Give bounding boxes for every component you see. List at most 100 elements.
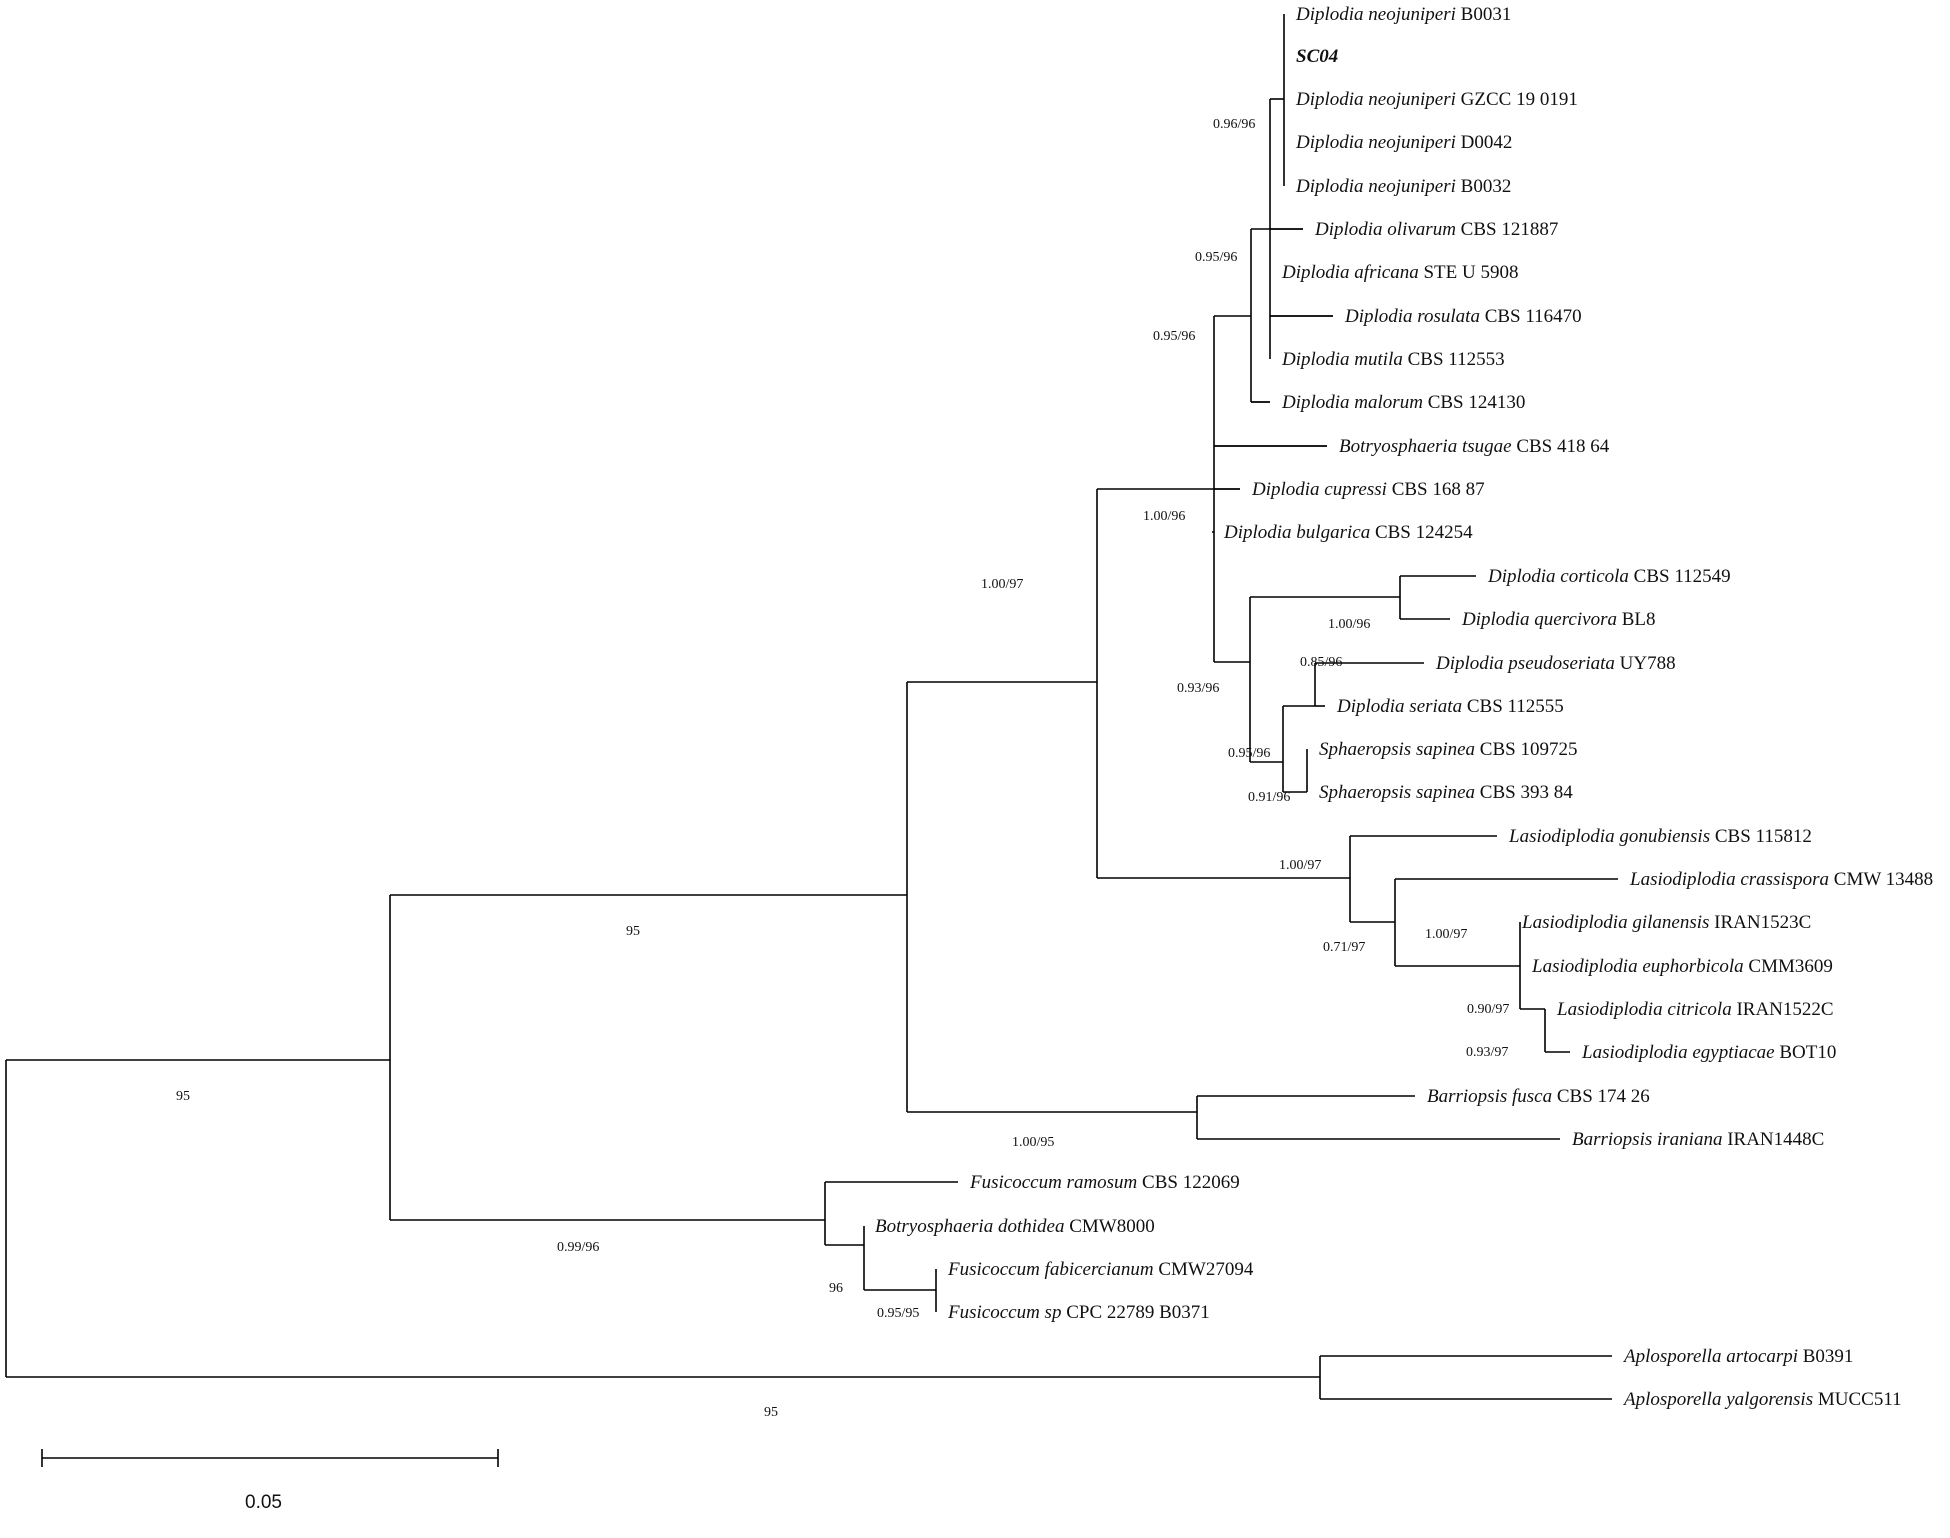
taxon-strain: GZCC 19 0191 xyxy=(1456,89,1578,110)
taxon-label-t1: Diplodia neojuniperi B0031 xyxy=(1295,4,1511,25)
taxon-name: Aplosporella yalgorensis xyxy=(1622,1389,1813,1410)
support-value: 0.71/97 xyxy=(1323,940,1365,955)
taxon-label-t3: Diplodia neojuniperi GZCC 19 0191 xyxy=(1295,89,1578,110)
support-value: 0.91/96 xyxy=(1248,790,1290,805)
support-value: 0.99/96 xyxy=(557,1240,599,1255)
taxon-label-t11: Botryosphaeria tsugae CBS 418 64 xyxy=(1339,436,1610,457)
taxon-label-t13: Diplodia bulgarica CBS 124254 xyxy=(1223,522,1473,543)
taxon-strain: CBS 112549 xyxy=(1629,566,1731,587)
taxon-name: Diplodia africana xyxy=(1281,262,1419,283)
taxon-label-t12: Diplodia cupressi CBS 168 87 xyxy=(1251,479,1485,500)
taxon-label-t14: Diplodia corticola CBS 112549 xyxy=(1487,566,1731,587)
support-value: 1.00/97 xyxy=(981,577,1023,592)
support-value: 1.00/96 xyxy=(1328,617,1370,632)
taxon-label-t6: Diplodia olivarum CBS 121887 xyxy=(1314,219,1558,240)
taxon-strain: CMW 13488 xyxy=(1829,869,1933,890)
taxon-name: SC04 xyxy=(1296,46,1338,67)
scale-bar: 0.05 xyxy=(41,1449,499,1513)
taxon-name: Diplodia neojuniperi xyxy=(1295,132,1456,153)
taxon-name: Diplodia neojuniperi xyxy=(1295,176,1456,197)
taxon-name: Lasiodiplodia citricola xyxy=(1556,999,1732,1020)
support-value: 0.95/96 xyxy=(1195,250,1237,265)
taxon-label-t17: Diplodia seriata CBS 112555 xyxy=(1336,696,1564,717)
taxon-name: Diplodia bulgarica xyxy=(1223,522,1370,543)
taxon-strain: CBS 116470 xyxy=(1480,306,1582,327)
taxon-name: Diplodia quercivora xyxy=(1461,609,1617,630)
taxon-label-t23: Lasiodiplodia euphorbicola CMM3609 xyxy=(1531,956,1833,977)
taxon-strain: B0032 xyxy=(1456,176,1511,197)
taxon-name: Botryosphaeria tsugae xyxy=(1339,436,1512,457)
taxon-name: Diplodia cupressi xyxy=(1251,479,1387,500)
taxon-name: Diplodia olivarum xyxy=(1314,219,1456,240)
support-value: 1.00/95 xyxy=(1012,1135,1054,1150)
support-value: 1.00/97 xyxy=(1425,927,1467,942)
taxon-strain: CBS 418 64 xyxy=(1512,436,1610,457)
taxon-name: Diplodia seriata xyxy=(1336,696,1462,717)
taxon-name: Lasiodiplodia gonubiensis xyxy=(1508,826,1710,847)
taxon-label-t5: Diplodia neojuniperi B0032 xyxy=(1295,176,1511,197)
taxon-strain: IRAN1448C xyxy=(1722,1129,1824,1150)
taxon-strain: CBS 112553 xyxy=(1403,349,1505,370)
taxon-name: Fusicoccum ramosum xyxy=(969,1172,1137,1193)
taxon-label-t16: Diplodia pseudoseriata UY788 xyxy=(1435,653,1676,674)
taxon-label-t8: Diplodia rosulata CBS 116470 xyxy=(1344,306,1582,327)
taxon-strain: MUCC511 xyxy=(1813,1389,1902,1410)
taxon-name: Sphaeropsis sapinea xyxy=(1319,739,1475,760)
tree-branches xyxy=(5,14,1618,1400)
taxon-name: Diplodia corticola xyxy=(1487,566,1629,587)
taxon-label-t15: Diplodia quercivora BL8 xyxy=(1461,609,1656,630)
taxon-name: Fusicoccum fabicercianum xyxy=(947,1259,1154,1280)
taxon-name: Lasiodiplodia egyptiacae xyxy=(1581,1042,1775,1063)
support-value: 0.90/97 xyxy=(1467,1002,1509,1017)
taxon-label-t30: Fusicoccum fabicercianum CMW27094 xyxy=(947,1259,1254,1280)
taxon-strain: CMW27094 xyxy=(1154,1259,1254,1280)
taxon-label-t26: Barriopsis fusca CBS 174 26 xyxy=(1427,1086,1650,1107)
support-value: 0.95/96 xyxy=(1153,329,1195,344)
taxon-label-t21: Lasiodiplodia crassispora CMW 13488 xyxy=(1629,869,1933,890)
taxon-strain: B0031 xyxy=(1456,4,1511,25)
taxon-label-t22: Lasiodiplodia gilanensis IRAN1523C xyxy=(1521,912,1811,933)
taxon-name: Aplosporella artocarpi xyxy=(1622,1346,1798,1367)
taxon-name: Diplodia mutila xyxy=(1281,349,1403,370)
taxon-label-t19: Sphaeropsis sapinea CBS 393 84 xyxy=(1319,782,1573,803)
support-value: 0.93/97 xyxy=(1466,1045,1508,1060)
taxon-name: Fusicoccum sp xyxy=(947,1302,1061,1323)
taxon-label-t32: Aplosporella artocarpi B0391 xyxy=(1622,1346,1853,1367)
taxon-strain: CBS 174 26 xyxy=(1552,1086,1650,1107)
taxon-name: Lasiodiplodia euphorbicola xyxy=(1531,956,1744,977)
taxon-strain: B0391 xyxy=(1798,1346,1853,1367)
support-values: 0.96/960.95/960.95/961.00/961.00/960.85/… xyxy=(176,117,1509,1420)
taxon-label-t7: Diplodia africana STE U 5908 xyxy=(1281,262,1518,283)
support-value: 0.96/96 xyxy=(1213,117,1255,132)
taxon-name: Lasiodiplodia crassispora xyxy=(1629,869,1829,890)
taxon-name: Sphaeropsis sapinea xyxy=(1319,782,1475,803)
taxon-strain: D0042 xyxy=(1456,132,1512,153)
taxon-strain: CMW8000 xyxy=(1064,1216,1154,1237)
support-value: 1.00/97 xyxy=(1279,858,1321,873)
support-value: 95 xyxy=(176,1089,190,1104)
taxon-label-t2: SC04 xyxy=(1296,46,1338,67)
support-value: 95 xyxy=(626,924,640,939)
taxon-strain: CBS 112555 xyxy=(1462,696,1564,717)
taxon-label-t27: Barriopsis iraniana IRAN1448C xyxy=(1572,1129,1824,1150)
taxon-strain: BOT10 xyxy=(1775,1042,1837,1063)
taxon-name: Diplodia pseudoseriata xyxy=(1435,653,1615,674)
taxon-label-t10: Diplodia malorum CBS 124130 xyxy=(1281,392,1525,413)
taxon-strain: CBS 124130 xyxy=(1423,392,1525,413)
taxon-strain: CBS 109725 xyxy=(1475,739,1577,760)
taxon-strain: CPC 22789 B0371 xyxy=(1061,1302,1209,1323)
taxon-label-t9: Diplodia mutila CBS 112553 xyxy=(1281,349,1505,370)
taxon-label-t25: Lasiodiplodia egyptiacae BOT10 xyxy=(1581,1042,1836,1063)
taxon-strain: CBS 122069 xyxy=(1137,1172,1239,1193)
support-value: 0.95/96 xyxy=(1228,746,1270,761)
support-value: 0.95/95 xyxy=(877,1306,919,1321)
taxon-strain: UY788 xyxy=(1615,653,1676,674)
taxon-strain: CBS 168 87 xyxy=(1387,479,1485,500)
taxon-strain: IRAN1523C xyxy=(1709,912,1811,933)
taxon-name: Diplodia neojuniperi xyxy=(1295,89,1456,110)
taxon-name: Barriopsis fusca xyxy=(1427,1086,1552,1107)
taxon-strain: IRAN1522C xyxy=(1732,999,1834,1020)
taxon-name: Diplodia rosulata xyxy=(1344,306,1480,327)
